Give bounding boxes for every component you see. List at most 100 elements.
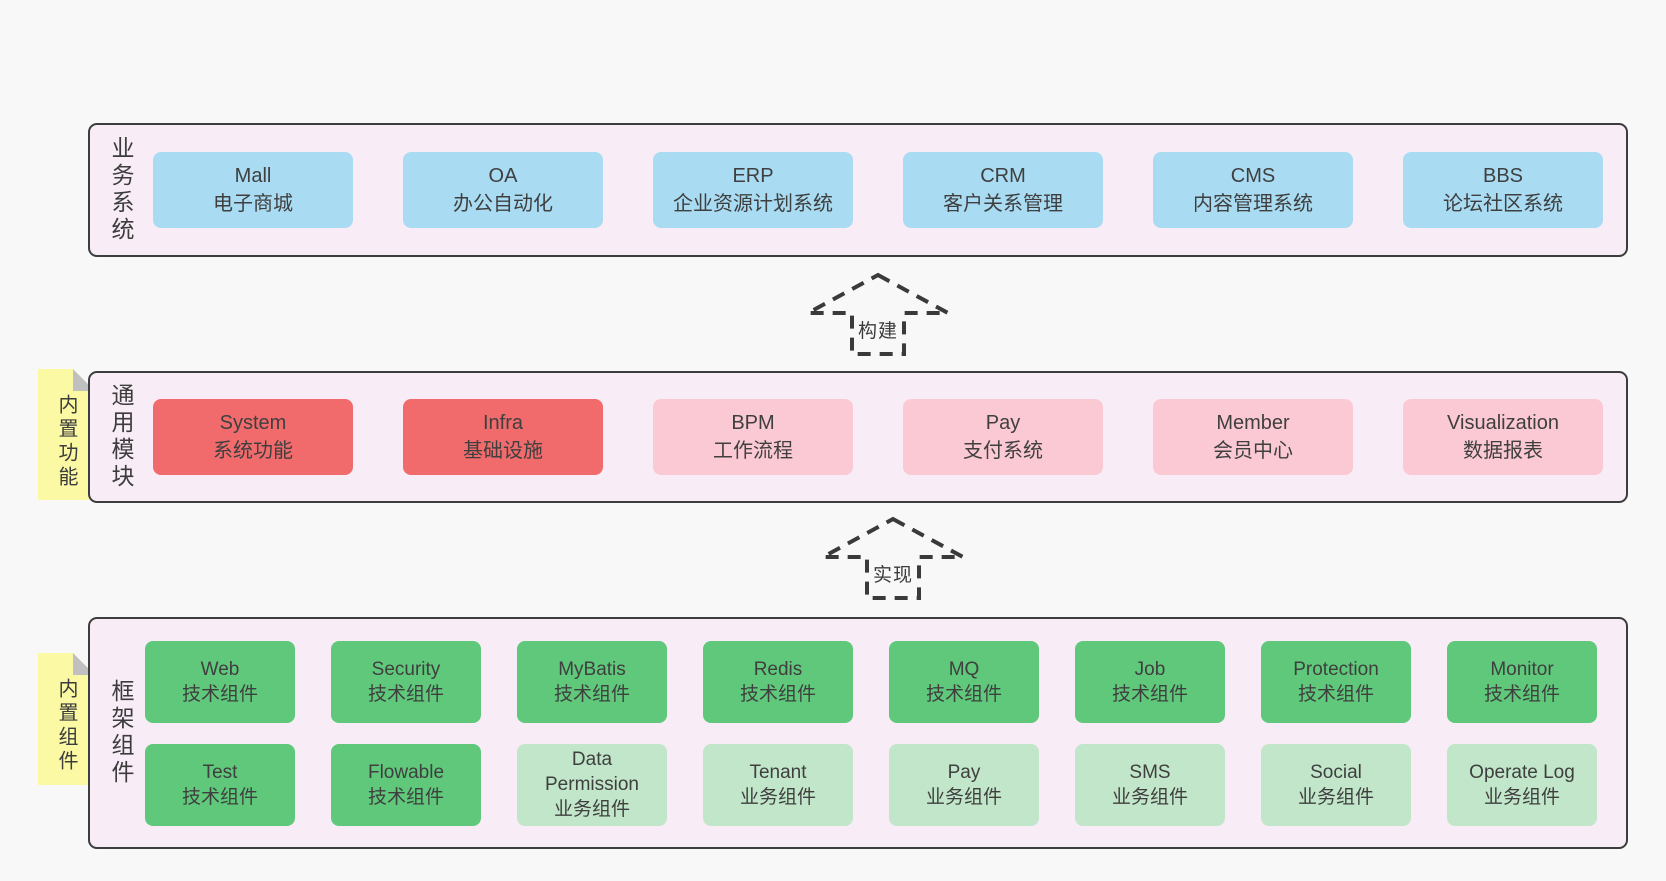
module-desc: 业务组件 <box>925 786 1002 808</box>
module-box-pay: Pay 支付系统 <box>903 399 1103 475</box>
module-name: MyBatis <box>558 658 626 680</box>
band-common-modules: 通用模块 System 系统功能 Infra 基础设施 BPM 工作流程 Pay 支付系统 Me… <box>88 371 1628 503</box>
arrow-label: 构建 <box>857 321 898 342</box>
band-label: 框架组件 <box>108 679 134 787</box>
module-desc: 技术组件 <box>739 683 816 705</box>
module-desc: 企业资源计划系统 <box>673 193 833 215</box>
up-block-arrow-icon: 实现 <box>821 516 965 600</box>
module-name: CMS <box>1230 165 1276 187</box>
module-box-tenant: Tenant 业务组件 <box>703 743 853 826</box>
module-name: System <box>219 412 287 434</box>
module-desc: 论坛社区系统 <box>1443 193 1563 215</box>
module-box-mybatis: MyBatis 技术组件 <box>517 640 667 723</box>
module-desc: 技术组件 <box>1297 683 1374 705</box>
module-box-oa: OA 办公自动化 <box>403 152 603 228</box>
module-name: BPM <box>731 412 775 434</box>
module-name: BBS <box>1482 165 1524 187</box>
module-desc: 技术组件 <box>925 683 1002 705</box>
module-name: Tenant <box>749 761 807 783</box>
band-content: System 系统功能 Infra 基础设施 BPM 工作流程 Pay 支付系统 Member 会… <box>90 373 1626 501</box>
module-box-job: Job 技术组件 <box>1075 640 1225 723</box>
module-box-cms: CMS 内容管理系统 <box>1153 152 1353 228</box>
module-desc: 技术组件 <box>181 683 258 705</box>
module-name: Infra <box>482 412 524 434</box>
module-desc: 电子商城 <box>213 193 293 215</box>
module-desc: 会员中心 <box>1213 440 1293 462</box>
module-desc: 工作流程 <box>713 440 793 462</box>
module-desc: 业务组件 <box>1483 786 1560 808</box>
module-desc: 业务组件 <box>739 786 816 808</box>
module-desc: 业务组件 <box>1111 786 1188 808</box>
module-desc: 技术组件 <box>553 683 630 705</box>
module-name: SMS <box>1129 761 1171 783</box>
module-name: Redis <box>753 658 803 680</box>
module-box-operate-log: Operate Log 业务组件 <box>1447 743 1597 826</box>
module-name: Protection <box>1293 658 1379 680</box>
module-box-bpm: BPM 工作流程 <box>653 399 853 475</box>
module-box-redis: Redis 技术组件 <box>703 640 853 723</box>
module-desc: 业务组件 <box>1297 786 1374 808</box>
sticky-note-builtin-components: 内置组件 <box>38 653 95 785</box>
module-name: Monitor <box>1490 658 1554 680</box>
module-desc: 办公自动化 <box>453 193 553 215</box>
module-name: Visualization <box>1447 412 1559 434</box>
module-name: Pay <box>947 761 981 783</box>
module-desc: 客户关系管理 <box>943 193 1063 215</box>
module-box-system: System 系统功能 <box>153 399 353 475</box>
module-desc: 基础设施 <box>463 440 543 462</box>
dashed-arrow-outline <box>807 272 949 356</box>
module-desc: 系统功能 <box>213 440 293 462</box>
module-box-protection: Protection 技术组件 <box>1261 640 1411 723</box>
module-box-pay: Pay 业务组件 <box>889 743 1039 826</box>
sticky-note-label: 内置功能 <box>55 393 77 490</box>
module-box-data-permission: Data Permission 业务组件 <box>517 743 667 826</box>
module-box-infra: Infra 基础设施 <box>403 399 603 475</box>
arrow-label: 实现 <box>872 565 913 586</box>
band-label: 通用模块 <box>108 383 134 491</box>
module-box-erp: ERP 企业资源计划系统 <box>653 152 853 228</box>
module-desc: 技术组件 <box>1483 683 1560 705</box>
module-name: Mall <box>234 165 272 187</box>
module-box-flowable: Flowable 技术组件 <box>331 743 481 826</box>
sticky-note-label: 内置组件 <box>55 678 77 774</box>
module-desc: 数据报表 <box>1463 440 1543 462</box>
module-name: MQ <box>948 658 980 680</box>
module-desc: 技术组件 <box>367 683 444 705</box>
module-name: Member <box>1216 412 1290 434</box>
module-name: Operate Log <box>1469 761 1575 783</box>
module-row: System 系统功能 Infra 基础设施 BPM 工作流程 Pay 支付系统 Member 会… <box>90 399 1626 475</box>
module-box-visualization: Visualization 数据报表 <box>1403 399 1603 475</box>
module-name: OA <box>488 165 518 187</box>
module-desc: 业务组件 <box>553 799 630 820</box>
up-block-arrow-icon: 构建 <box>806 272 950 356</box>
module-name: Test <box>202 761 238 783</box>
module-box-mall: Mall 电子商城 <box>153 152 353 228</box>
dashed-arrow-outline <box>822 516 964 600</box>
module-name: Pay <box>985 412 1021 434</box>
module-name: Flowable <box>367 761 445 783</box>
module-desc: 技术组件 <box>367 786 444 808</box>
module-box-monitor: Monitor 技术组件 <box>1447 640 1597 723</box>
band-label: 业务系统 <box>108 136 134 244</box>
module-name: ERP <box>732 165 774 187</box>
module-name: Social <box>1310 761 1362 783</box>
module-name: Job <box>1134 658 1166 680</box>
module-box-sms: SMS 业务组件 <box>1075 743 1225 826</box>
module-box-mq: MQ 技术组件 <box>889 640 1039 723</box>
module-desc: 支付系统 <box>963 440 1043 462</box>
module-desc: 技术组件 <box>1111 683 1188 705</box>
module-name: Data Permission <box>545 749 639 795</box>
module-desc: 内容管理系统 <box>1193 193 1313 215</box>
